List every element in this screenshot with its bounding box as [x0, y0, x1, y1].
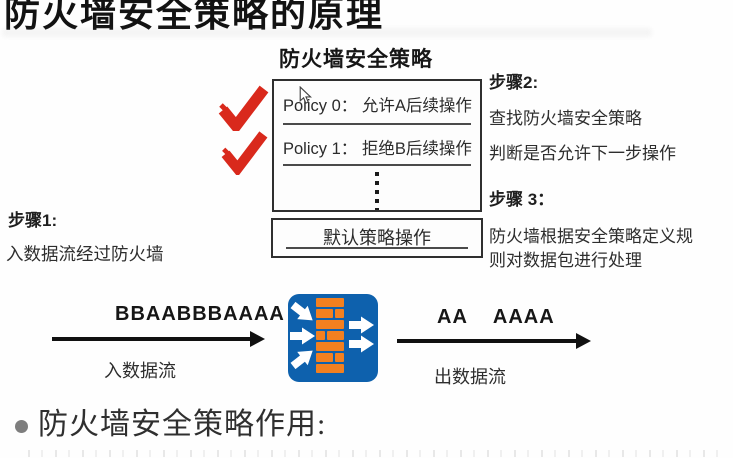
footer-bullet-text: 防火墙安全策略作用: [38, 408, 327, 441]
incoming-arrow-line [52, 337, 251, 341]
red-checkmark-icon [221, 131, 268, 175]
default-policy-label: 默认策略操作 [323, 228, 431, 248]
policy-row-1: Policy 1： 拒绝B后续操作 [283, 140, 472, 158]
policy-underline-1 [283, 164, 471, 166]
outgoing-arrow-line [397, 339, 577, 343]
outgoing-data-part-a: AA [437, 306, 468, 328]
step2-label: 步骤2: [489, 73, 539, 92]
bullet-point-icon [15, 420, 28, 433]
policy-table-title: 防火墙安全策略 [279, 48, 433, 71]
outgoing-data-string: AA AAAA [437, 306, 555, 329]
policy-underline-0 [283, 123, 471, 125]
step1-label: 步骤1: [8, 211, 58, 230]
step2-text-line1: 查找防火墙安全策略 [489, 109, 642, 128]
incoming-flow-caption: 入数据流 [104, 361, 176, 381]
step2-text-line2: 判断是否允许下一步操作 [489, 144, 676, 163]
page-title: 防火墙安全策略的原理 [4, 0, 385, 34]
incoming-arrow-head-icon [250, 331, 265, 347]
mouse-cursor-icon [299, 86, 312, 104]
outgoing-flow-caption: 出数据流 [434, 367, 506, 387]
outgoing-arrow-head-icon [576, 333, 591, 349]
step3-text: 防火墙根据安全策略定义规则对数据包进行处理 [489, 227, 693, 270]
incoming-data-string: BBAABBBAAAA [115, 303, 285, 325]
step3-label: 步骤 3： [489, 190, 555, 209]
title-ghost-artifact [2, 28, 652, 37]
red-checkmark-icon [218, 85, 269, 131]
clipped-bottom-text-artifact [28, 450, 720, 457]
step1-text: 入数据流经过防火墙 [6, 244, 164, 264]
firewall-icon [288, 294, 378, 382]
default-policy-box: 默认策略操作 [271, 218, 483, 258]
ellipsis-dots-icon [375, 172, 379, 210]
outgoing-data-part-b: AAAA [492, 306, 555, 328]
policy-row-0: Policy 0： 允许A后续操作 [283, 97, 472, 115]
default-policy-underline [286, 247, 468, 249]
